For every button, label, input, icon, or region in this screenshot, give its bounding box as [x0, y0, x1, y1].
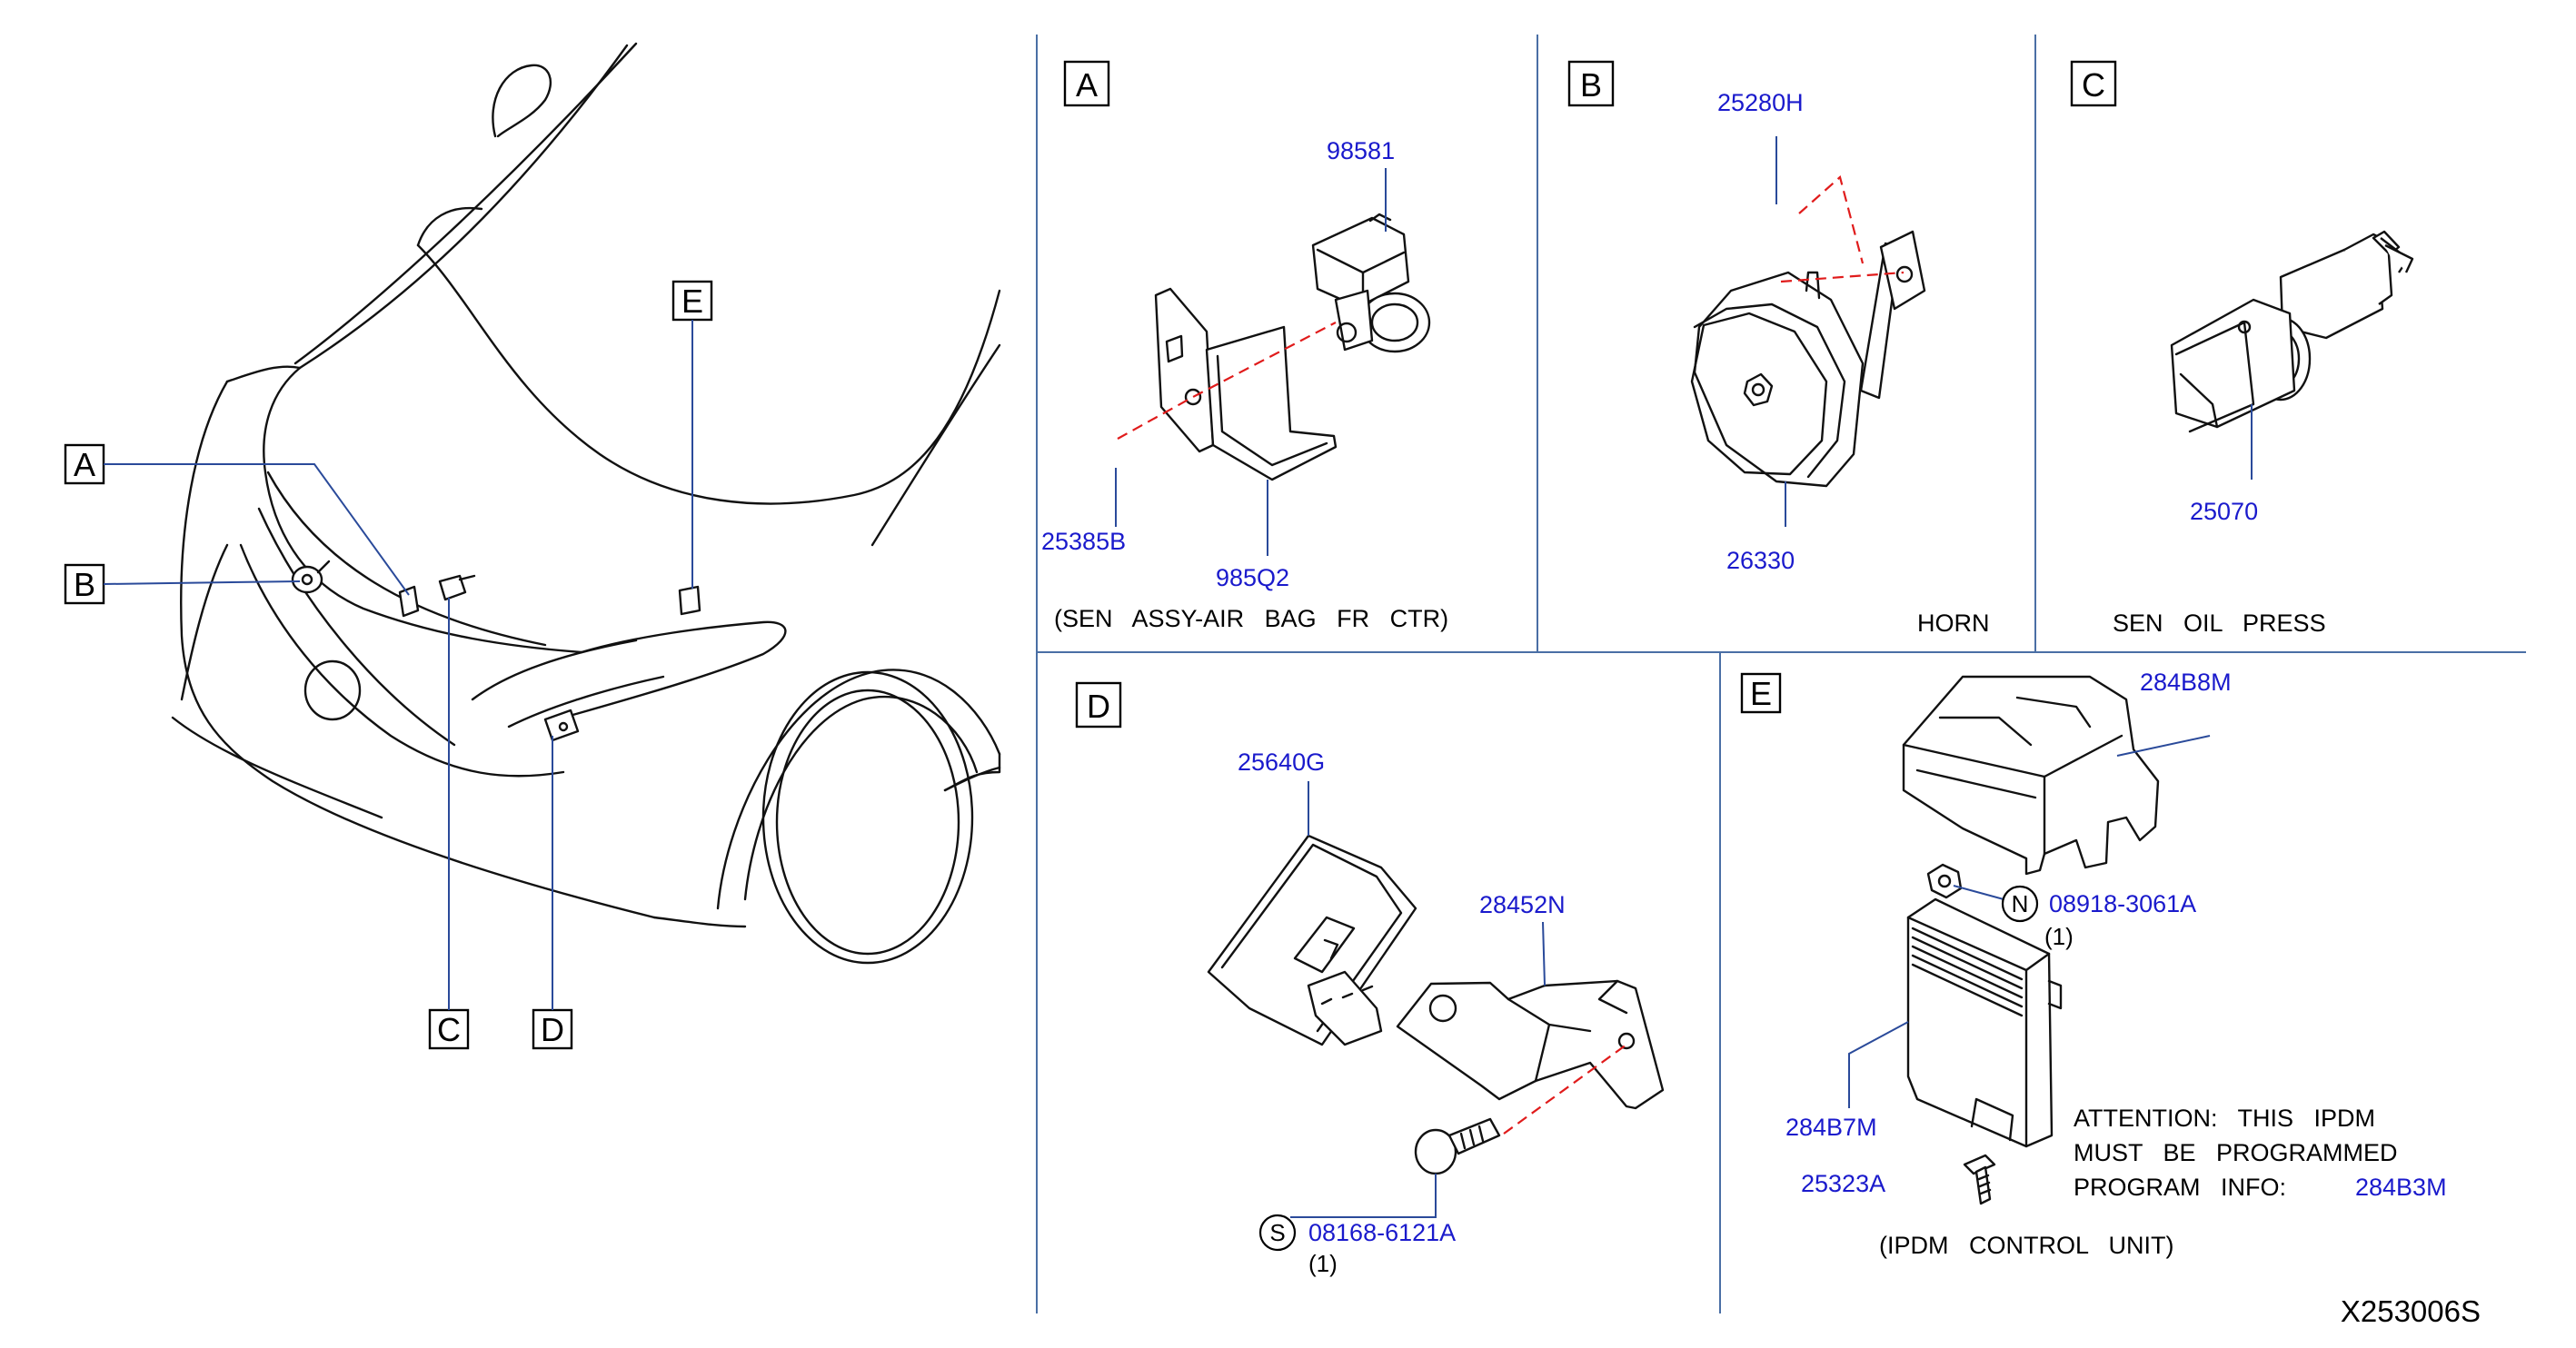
mounting-bolt [1414, 1117, 1501, 1175]
panel-b: B 25280H 26330 HORN [1567, 60, 1990, 637]
part-26330[interactable]: 26330 [1726, 547, 1795, 574]
bolt-marker-circle [1258, 1214, 1297, 1252]
ipdm-nut [1926, 863, 1963, 899]
panel-b-tag-box [1567, 60, 1615, 107]
part-08168-6121A[interactable]: 08168-6121A [1308, 1219, 1456, 1246]
svg-text:D: D [541, 1011, 564, 1048]
sensor-bracket [1396, 979, 1665, 1110]
callout-D[interactable]: D [532, 736, 573, 1050]
ipdm-cover [1902, 675, 2160, 876]
attention-line-1: ATTENTION: THIS IPDM [2074, 1105, 2375, 1132]
attention-line-2: MUST BE PROGRAMMED [2074, 1139, 2398, 1166]
airbag-sensor-marker [398, 585, 420, 618]
bracket-sensor-marker [543, 709, 580, 742]
panel-b-caption: HORN [1917, 610, 1990, 637]
panel-e-tag: E [1750, 675, 1772, 712]
ipdm-marker [678, 585, 701, 616]
yaw-sensor [1207, 834, 1417, 1046]
part-08918-3061A[interactable]: 08918-3061A [2049, 890, 2196, 917]
svg-text:A: A [74, 446, 95, 483]
panel-c-tag: C [2082, 66, 2105, 104]
bolt-marker: S [1269, 1219, 1285, 1246]
airbag-sensor [1311, 213, 1431, 353]
panel-d-tag: D [1087, 688, 1110, 725]
part-25280H[interactable]: 25280H [1717, 89, 1804, 116]
part-284B8M[interactable]: 284B8M [2140, 669, 2232, 696]
diagram-id: X253006S [2341, 1294, 2481, 1328]
horn-marker [291, 560, 331, 594]
svg-text:E: E [681, 282, 703, 320]
svg-text:C: C [437, 1011, 461, 1048]
panel-e-caption: (IPDM CONTROL UNIT) [1879, 1232, 2174, 1259]
part-25640G[interactable]: 25640G [1238, 748, 1325, 776]
panel-c: C 25070 SEN OIL PRESS [2070, 60, 2414, 637]
part-98581[interactable]: 98581 [1327, 137, 1395, 164]
oil-sensor-marker [438, 574, 476, 601]
nut-qty: (1) [2044, 923, 2074, 950]
panel-a: A 98581 25385B 985Q2 (SEN ASSY-AIR BAG [1041, 60, 1448, 632]
panel-dividers [1036, 35, 2526, 1313]
horn [1690, 230, 1926, 488]
part-25070[interactable]: 25070 [2190, 498, 2258, 525]
callout-E[interactable]: E [671, 280, 713, 589]
panel-d-tag-box [1075, 681, 1122, 729]
oil-pressure-switch [2170, 230, 2414, 433]
svg-text:B: B [74, 566, 95, 603]
part-25323A[interactable]: 25323A [1801, 1170, 1885, 1197]
panel-c-tag-box [2070, 60, 2117, 107]
bolt-qty: (1) [1308, 1250, 1338, 1277]
panel-c-caption: SEN OIL PRESS [2113, 610, 2326, 637]
panel-b-tag: B [1580, 66, 1602, 104]
panel-e-tag-box [1740, 672, 1782, 714]
panel-d: D 25640G 28452N S 08168-6121A [1075, 681, 1665, 1277]
panel-a-tag: A [1076, 66, 1098, 104]
ipdm-unit [1906, 897, 2063, 1148]
callout-A[interactable]: A [64, 443, 410, 596]
panel-e: E 284B8M N 08918-3061A [1740, 669, 2447, 1259]
callout-B[interactable]: B [64, 563, 301, 605]
airbag-bracket [1154, 287, 1338, 481]
panel-a-tag-box [1063, 60, 1110, 107]
part-284B7M[interactable]: 284B7M [1785, 1114, 1877, 1141]
part-985Q2[interactable]: 985Q2 [1216, 564, 1289, 591]
part-28452N[interactable]: 28452N [1479, 891, 1566, 918]
part-284B3M[interactable]: 284B3M [2355, 1174, 2447, 1201]
car-front-view [171, 42, 1001, 965]
attention-line-3: PROGRAM INFO: [2074, 1174, 2286, 1201]
part-25385B[interactable]: 25385B [1041, 528, 1126, 555]
callout-C[interactable]: C [428, 598, 470, 1050]
nut-marker-circle [2001, 885, 2039, 923]
panel-a-caption: (SEN ASSY-AIR BAG FR CTR) [1054, 605, 1448, 632]
nut-marker: N [2012, 890, 2029, 917]
ipdm-screw [1963, 1154, 1996, 1205]
